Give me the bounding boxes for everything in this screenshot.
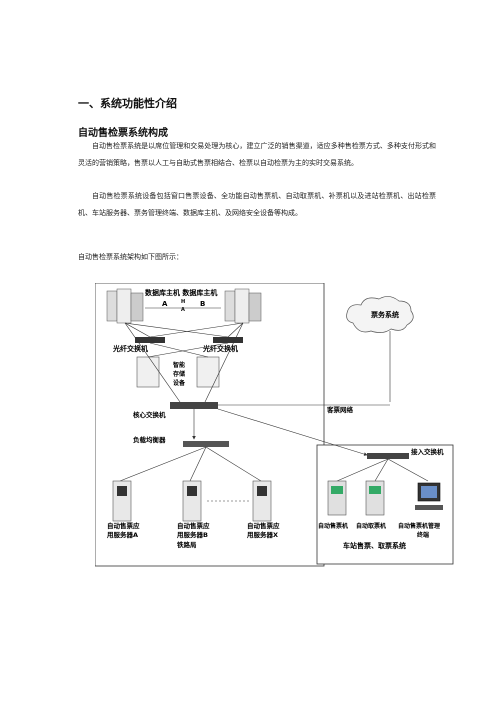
app-server-b-line1: 自动售票应 bbox=[177, 521, 210, 530]
load-balancer-label: 负载均衡器 bbox=[133, 435, 166, 444]
tvm-icon bbox=[327, 480, 347, 516]
tvm-label: 自动售票机 bbox=[318, 522, 348, 530]
storage-unit-right-icon bbox=[196, 356, 220, 388]
section-heading: 一、系统功能性介绍 bbox=[78, 97, 177, 110]
central-frame bbox=[95, 283, 325, 567]
core-switch-label: 核心交换机 bbox=[133, 410, 166, 419]
storage-unit-left-icon bbox=[136, 356, 160, 388]
load-balancer-icon bbox=[183, 441, 229, 447]
app-server-a-icon bbox=[112, 480, 132, 522]
access-switch-label: 接入交换机 bbox=[411, 447, 444, 456]
fiber-switch-right-icon bbox=[213, 337, 243, 343]
subsection-heading: 自动售检票系统构成 bbox=[78, 128, 168, 139]
equipment-paragraph: 自动售检票系统设备包括窗口售票设备、全功能自动售票机、自动取票机、补票机以及进站… bbox=[78, 192, 436, 217]
storage-label-3: 设备 bbox=[173, 379, 186, 387]
ha-label-a2: A bbox=[181, 307, 185, 313]
app-server-x-line1: 自动售票应 bbox=[247, 521, 280, 530]
app-server-a-line2: 用服务器A bbox=[106, 530, 138, 539]
db-server-b-icon bbox=[224, 288, 262, 324]
mgmt-terminal-line1: 自动售票机管理 bbox=[398, 522, 440, 530]
db-host-title: 数据库主机 数据库主机 bbox=[145, 288, 217, 297]
passenger-network-label: 客票网络 bbox=[326, 405, 354, 414]
app-server-a-line1: 自动售票应 bbox=[107, 521, 140, 530]
ticket-collector-label: 自动取票机 bbox=[356, 522, 386, 530]
app-server-x-line2: 用服务器X bbox=[246, 530, 278, 539]
ha-label-a: A bbox=[162, 300, 168, 308]
app-server-b-icon bbox=[182, 480, 202, 522]
app-server-b-line2: 用服务器B bbox=[176, 530, 208, 539]
app-server-x-icon bbox=[252, 480, 272, 522]
fiber-switch-left-icon bbox=[135, 337, 165, 343]
ha-label-b: B bbox=[200, 300, 205, 308]
mgmt-terminal-icon bbox=[415, 482, 443, 510]
core-switch-icon bbox=[170, 402, 218, 409]
ha-label-h: H bbox=[181, 299, 185, 305]
station-system-label: 车站售票、取票系统 bbox=[343, 541, 406, 550]
intro-paragraph: 自动售检票系统是以席位管理和交易处理为核心，建立广泛的销售渠道，适应多种售检票方… bbox=[78, 142, 436, 167]
ticket-system-label: 票务系统 bbox=[370, 310, 399, 319]
storage-label-2: 存储 bbox=[173, 370, 185, 378]
fiber-switch-right-label: 光纤交换机 bbox=[202, 344, 238, 353]
ticket-collector-icon bbox=[365, 480, 385, 516]
db-server-a-icon bbox=[106, 288, 144, 324]
storage-label-1: 智能 bbox=[173, 361, 185, 369]
railway-bureau-label: 铁路局 bbox=[176, 540, 197, 549]
diagram-caption: 自动售检票系统架构如下图所示： bbox=[78, 253, 183, 261]
system-architecture-diagram: 数据库主机 数据库主机 A H B A 票务系统 光纤交换机 光纤交换机 智能 … bbox=[95, 283, 454, 567]
mgmt-terminal-line2: 终端 bbox=[416, 531, 429, 539]
cloud-icon bbox=[346, 296, 414, 333]
access-switch-icon bbox=[367, 453, 409, 459]
fiber-switch-left-label: 光纤交换机 bbox=[112, 344, 148, 353]
